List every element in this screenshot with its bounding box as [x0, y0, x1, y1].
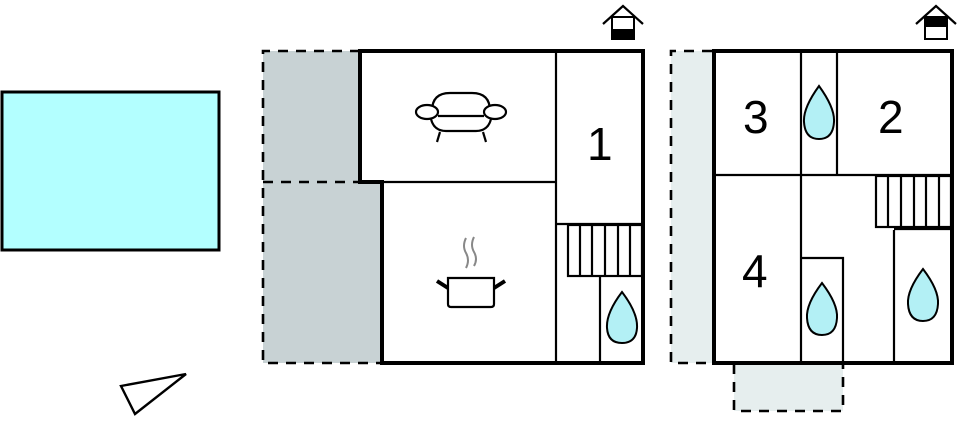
balcony-bottom [732, 364, 845, 413]
room-label-3: 3 [743, 91, 769, 143]
sofa-icon [414, 91, 508, 143]
water-drop-icon [906, 267, 940, 323]
floor-indicator-house-icon [915, 4, 957, 40]
floor-indicator-house-icon [602, 4, 644, 40]
stairs-icon [566, 223, 644, 278]
water-drop-icon [802, 84, 836, 141]
room-label-1: 1 [587, 118, 613, 170]
water-drop-icon [805, 281, 839, 337]
room-label-2: 2 [878, 91, 904, 143]
water-drop-icon [605, 290, 639, 345]
ground-floor: 1 [261, 4, 645, 365]
north-arrow-icon [119, 372, 187, 416]
cooking-pot-icon [435, 236, 507, 309]
terrace [261, 49, 382, 365]
pool [0, 90, 221, 252]
first-floor: 3 2 4 [669, 4, 957, 413]
balcony-side [669, 49, 714, 365]
room-label-4: 4 [742, 245, 768, 297]
stairs-icon [874, 174, 953, 229]
